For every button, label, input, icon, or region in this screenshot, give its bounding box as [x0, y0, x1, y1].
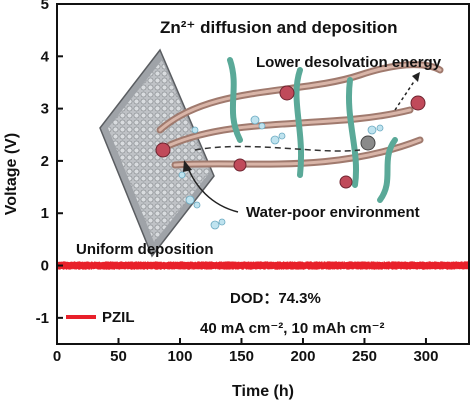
ion-bead — [339, 175, 353, 189]
series-line-pzil — [56, 261, 470, 270]
diffusion-path — [194, 145, 361, 152]
side-chain — [346, 77, 359, 188]
ion-bead — [410, 95, 426, 111]
desolvation-arrowhead — [412, 72, 420, 82]
ion-bead — [155, 142, 171, 158]
uniform-deposition-label: Uniform deposition — [76, 241, 214, 258]
y-tick-label: 5 — [41, 0, 49, 13]
water-poor-arrowhead — [183, 160, 192, 172]
y-tick-label: -1 — [36, 310, 49, 327]
x-tick-label: 100 — [167, 348, 192, 365]
conditions-label: 40 mA cm⁻², 10 mAh cm⁻² — [200, 320, 385, 337]
x-tick-label: 250 — [352, 348, 377, 365]
illustration-zinc-deposition — [99, 48, 444, 258]
x-tick-label: 50 — [110, 348, 127, 365]
ticks-layer: 0 50 100 150 200 250 300 -1 0 1 2 3 4 5 — [36, 0, 439, 365]
x-tick-label: 200 — [290, 348, 315, 365]
desolvation-arrow — [394, 79, 416, 111]
water-poor-label: Water-poor environment — [246, 204, 420, 221]
polymer-chain — [173, 138, 422, 167]
side-chain — [227, 57, 243, 143]
zinc-ion — [360, 135, 376, 151]
desolvation-label: Lower desolvation energy — [256, 54, 442, 71]
ion-bead — [279, 85, 295, 101]
plot-frame — [56, 3, 470, 345]
side-chain — [377, 137, 398, 203]
x-tick-label: 300 — [413, 348, 438, 365]
water-molecules — [178, 115, 384, 230]
legend-label-pzil: PZIL — [102, 309, 135, 326]
x-tick-label: 150 — [229, 348, 254, 365]
x-tick-label: 0 — [53, 348, 61, 365]
y-tick-label: 2 — [41, 153, 49, 170]
y-tick-label: 3 — [41, 101, 49, 118]
x-axis-title: Time (h) — [232, 383, 294, 400]
series-layer — [56, 261, 470, 270]
y-tick-label: 4 — [41, 48, 50, 65]
water-poor-arrow — [187, 167, 239, 213]
side-chain — [293, 67, 305, 178]
y-tick-label: 1 — [41, 205, 49, 222]
dod-label: DOD：74.3% — [230, 290, 321, 307]
y-axis-title: Voltage (V) — [3, 133, 20, 215]
ion-bead — [233, 158, 247, 172]
inset-title: Zn²⁺ diffusion and deposition — [160, 18, 398, 37]
polymer-chain — [158, 63, 442, 132]
polymer-chain — [168, 108, 412, 147]
legend: PZIL — [66, 309, 135, 326]
y-tick-label: 0 — [41, 258, 49, 275]
